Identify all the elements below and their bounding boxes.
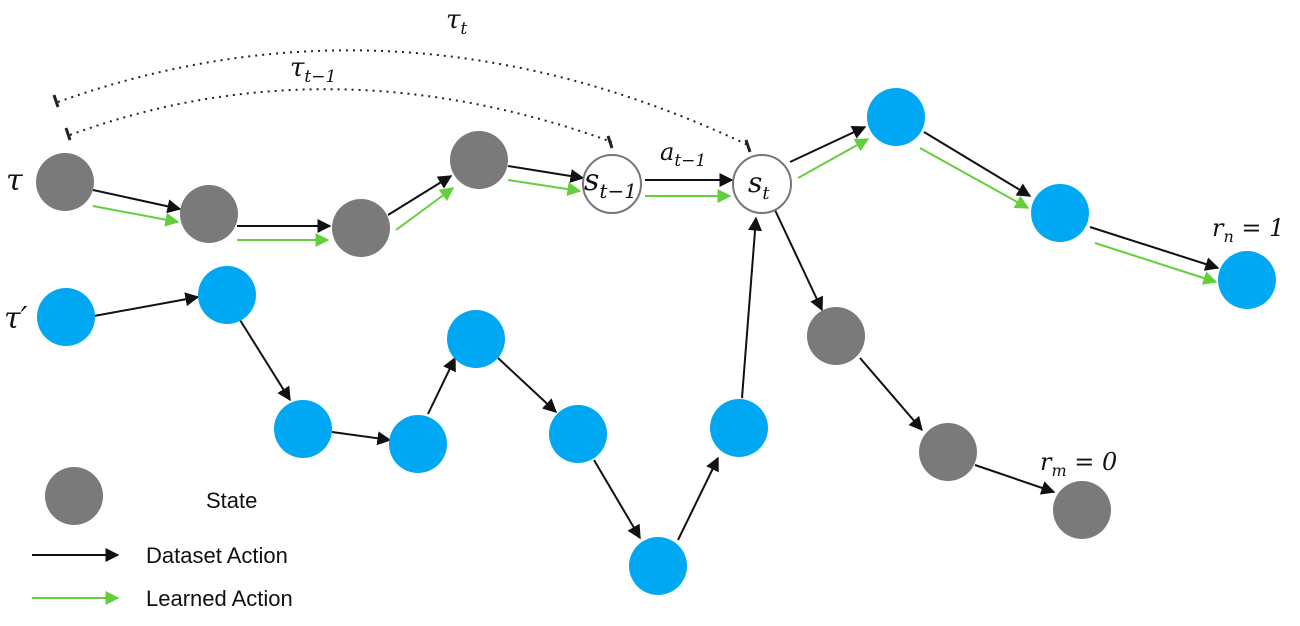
dataset-arrow [741, 216, 763, 399]
legend-dataset-label: Dataset Action [146, 543, 288, 568]
learned-arrow [507, 179, 582, 197]
state-node [710, 399, 768, 457]
state-node [37, 288, 95, 346]
dataset-arrow [93, 292, 200, 317]
learned-arrow [92, 205, 180, 227]
dataset-arrow [92, 189, 182, 214]
branch-states [807, 307, 1111, 539]
dataset-arrow [593, 459, 641, 540]
state-node [389, 415, 447, 473]
tau-learned-arrows [92, 138, 1218, 285]
state-node [447, 310, 505, 368]
dataset-arrow [331, 431, 392, 446]
learned-arrow [797, 138, 870, 179]
dataset-arrow [239, 319, 291, 402]
dataset-arrow [387, 175, 453, 216]
label-r-m: rm = 0 [1040, 448, 1117, 480]
state-node [450, 131, 508, 189]
label-s-t: st [748, 166, 770, 204]
state-node [1053, 481, 1111, 539]
state-node [919, 423, 977, 481]
label-tau-t: τt [446, 5, 467, 39]
label-tau-t-minus-1: τt−1 [290, 53, 336, 87]
state-node [629, 537, 687, 595]
label-a-t-minus-1: at−1 [660, 138, 706, 171]
learned-arrow [1094, 242, 1218, 285]
state-s-t-minus-1 [582, 154, 642, 214]
state-node [180, 185, 238, 243]
legend: State Dataset Action Learned Action [32, 467, 293, 611]
legend-state-swatch [45, 467, 103, 525]
bracket-tau-t-minus-1 [64, 88, 614, 149]
tau-dataset-arrows [92, 125, 1220, 271]
label-tau-prime: τ′ [4, 301, 28, 336]
blue-states [37, 88, 1276, 595]
state-node [36, 153, 94, 211]
legend-state-label: State [206, 488, 257, 513]
tau-states [36, 131, 508, 257]
state-node [1218, 251, 1276, 309]
learned-arrow [395, 187, 455, 231]
state-s-t [732, 154, 792, 214]
dataset-arrow [774, 209, 823, 312]
dataset-arrow [789, 125, 867, 163]
state-node [332, 199, 390, 257]
state-node [1031, 184, 1089, 242]
dataset-arrow [923, 131, 1032, 197]
dataset-arrow [974, 464, 1056, 495]
dataset-arrow [1089, 226, 1220, 271]
dataset-arrow [507, 165, 585, 183]
dataset-arrow [859, 357, 923, 432]
state-node [807, 307, 865, 365]
state-node [549, 405, 607, 463]
dataset-arrow [677, 456, 719, 541]
state-node [198, 266, 256, 324]
learned-arrow [919, 147, 1030, 209]
state-node [867, 88, 925, 146]
legend-learned-label: Learned Action [146, 586, 293, 611]
label-tau: τ [6, 163, 23, 198]
dataset-arrow [497, 357, 558, 413]
label-r-n: rn = 1 [1212, 214, 1284, 246]
bracket-tau-t [52, 49, 752, 153]
label-s-t-minus-1: st−1 [584, 163, 637, 203]
dataset-arrow [427, 356, 456, 415]
tau-prime-arrows [93, 209, 1056, 541]
state-node [274, 400, 332, 458]
